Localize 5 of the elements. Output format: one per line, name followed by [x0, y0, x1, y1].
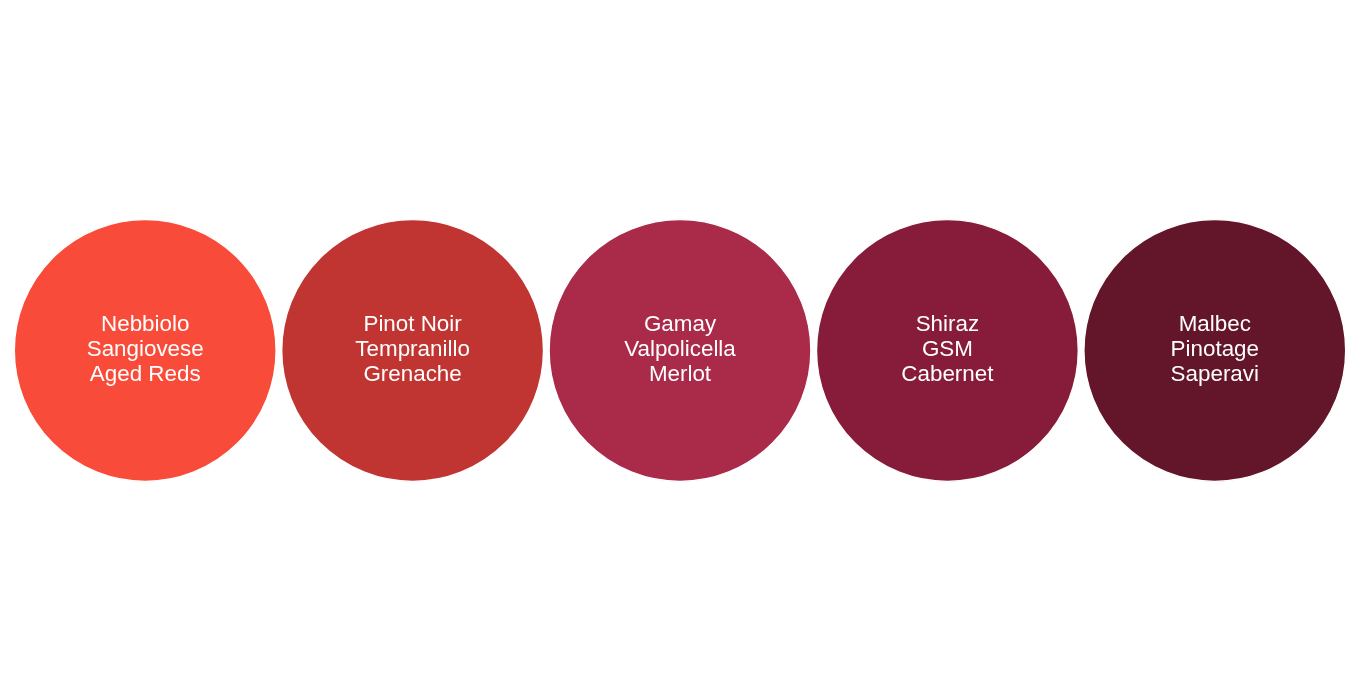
node-circle: Shiraz GSM Cabernet	[815, 218, 1079, 482]
node-circle: Pinot Noir Tempranillo Grenache	[281, 218, 545, 482]
node-circle: Malbec Pinotage Saperavi	[1083, 218, 1347, 482]
node-circle: Gamay Valpolicella Merlot	[548, 218, 812, 482]
node-circle: Nebbiolo Sangiovese Aged Reds	[13, 218, 277, 482]
